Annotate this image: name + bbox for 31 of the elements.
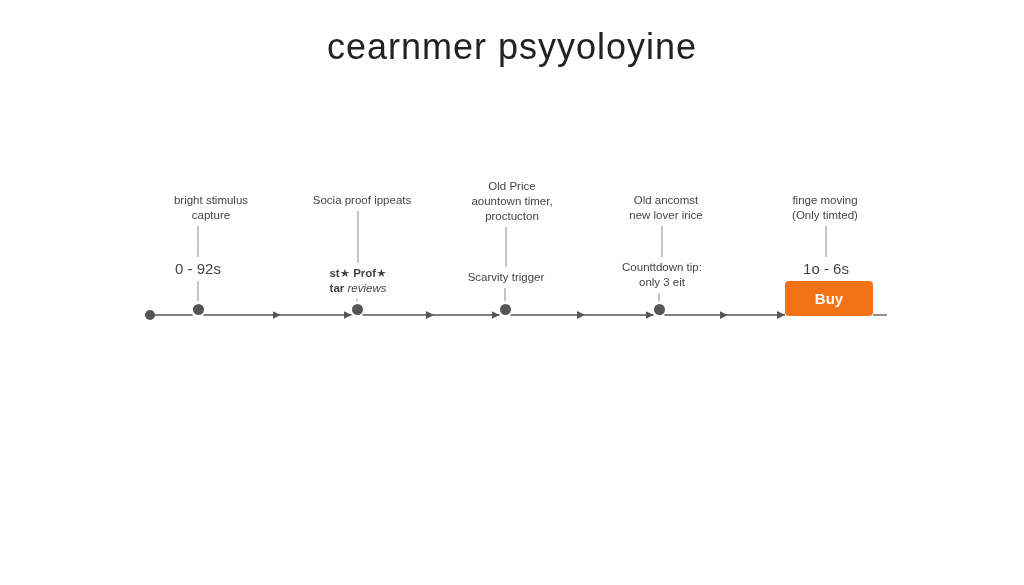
annotation-text: finge moving (Only timted) — [783, 193, 867, 223]
timeline-dot — [351, 304, 363, 315]
annotation-text: Old Price aountown timer, proctucton — [466, 179, 558, 224]
annotation-text: Scarvity trigger — [451, 270, 561, 285]
buy-button: Buy — [785, 281, 873, 316]
leader-line — [356, 298, 358, 302]
leader-line — [505, 226, 507, 268]
time-label: 0 - 92s — [163, 260, 233, 278]
timeline-arrow — [202, 311, 353, 319]
leader-line — [197, 280, 199, 302]
leader-line — [357, 210, 359, 264]
annotation-text: st★ Prof★ tar reviews — [322, 266, 394, 296]
annotation-text: Old ancomst new lover irice — [623, 193, 709, 223]
leader-line — [825, 225, 827, 258]
leader-line — [504, 287, 506, 302]
timeline-line — [154, 314, 194, 316]
annotation-text: Counttdown tip: only 3 eit — [621, 260, 703, 290]
timeline-arrow — [663, 311, 786, 319]
timeline-arrow — [361, 311, 501, 319]
leader-line — [658, 292, 660, 302]
annotation-text: Socia proof ippeats — [297, 193, 427, 208]
timeline-dot — [499, 304, 511, 315]
timeline-dot — [192, 304, 204, 315]
leader-line — [197, 225, 199, 258]
timeline-dot — [145, 310, 155, 320]
annotation-text: bright stimulus capture — [161, 193, 261, 223]
timeline-dot — [653, 304, 665, 315]
diagram-title: cearnmer psyyoloyine — [325, 26, 699, 68]
timeline-arrow — [509, 311, 655, 319]
leader-line — [661, 225, 663, 258]
time-label: 1o - 6s — [791, 260, 861, 278]
